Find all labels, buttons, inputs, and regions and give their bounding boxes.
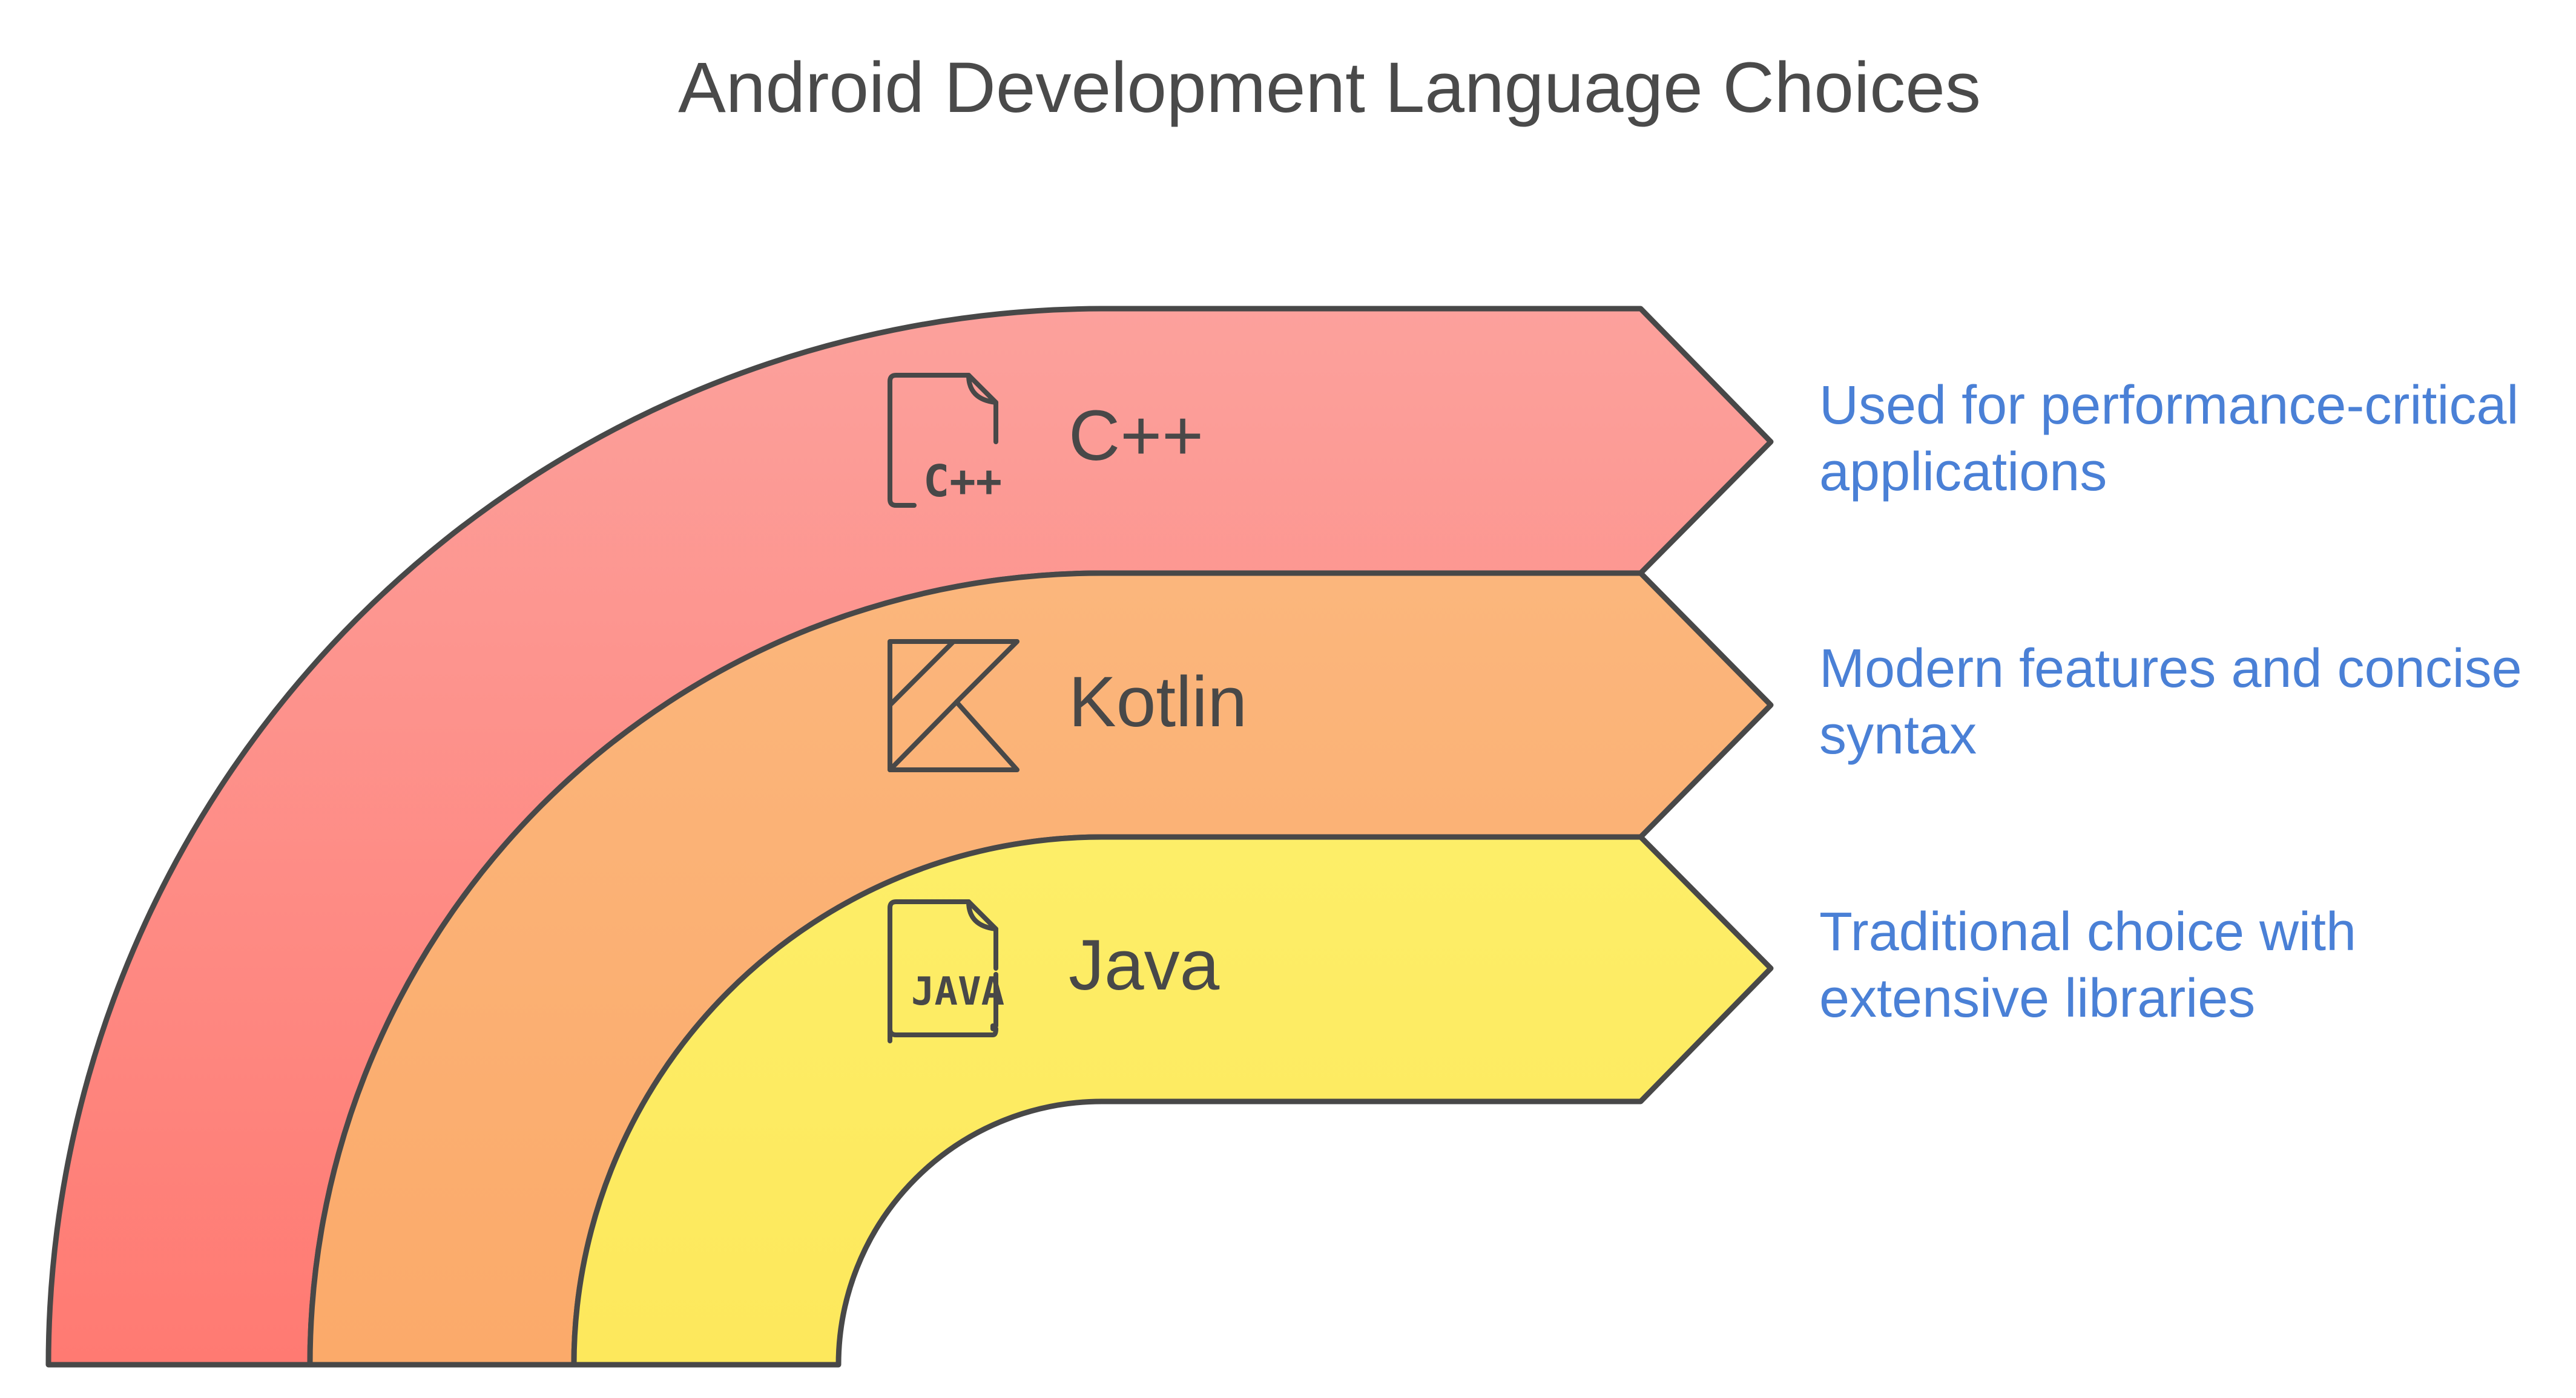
description-kotlin-line-2: syntax [1819,705,1977,766]
description-cpp-line-2: applications [1819,442,2107,502]
java-icon-text: JAVA [911,970,1004,1014]
java-file-icon: JAVA [888,899,1004,1043]
layer-label-kotlin: Kotlin [1069,662,1247,742]
cpp-file-icon: C++ [888,373,1002,508]
kotlin-logo-icon [888,639,1020,772]
description-java-line-2: extensive libraries [1819,968,2255,1029]
layer-label-java: Java [1069,925,1220,1005]
band-java [571,834,1774,1368]
description-java-line-1: Traditional choice with [1819,902,2356,962]
description-cpp-line-1: Used for performance-critical [1819,375,2518,436]
description-kotlin-line-1: Modern features and concise [1819,638,2522,699]
layer-label-cpp: C++ [1069,396,1204,476]
cpp-icon-text: C++ [923,456,1002,507]
diagram-title: Android Development Language Choices [678,48,1981,128]
